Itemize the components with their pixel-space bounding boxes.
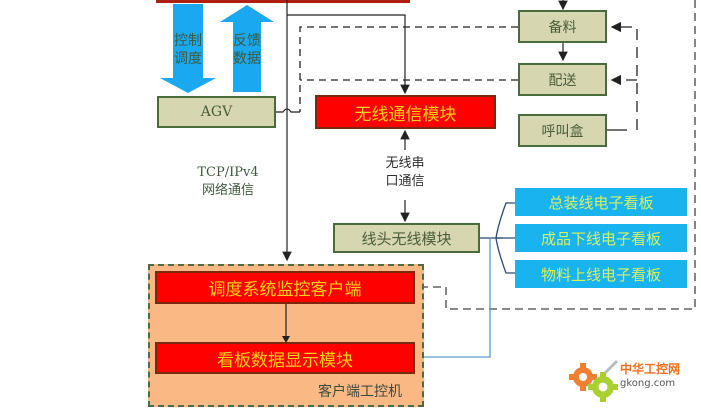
board-data-display-module: 看板数据显示模块 <box>155 342 415 374</box>
dispatch-monitor-client-label: 调度系统监控客户端 <box>208 280 362 300</box>
line-head-wireless-module: 线头无线模块 <box>333 223 480 253</box>
finished-offline-board-label: 成品下线电子看板 <box>540 229 661 248</box>
assembly-line-board-label: 总装线电子看板 <box>548 193 654 212</box>
delivery-box: 配送 <box>518 63 607 96</box>
agv-connector <box>276 108 300 113</box>
call-box: 呼叫盒 <box>518 114 607 147</box>
gkong-logo <box>569 359 619 402</box>
agv-label: AGV <box>200 104 233 120</box>
serial-comm-label-line2: 口通信 <box>385 174 425 189</box>
arrow-icon <box>603 359 619 375</box>
finished-offline-board: 成品下线电子看板 <box>515 224 687 252</box>
call-box-label: 呼叫盒 <box>541 123 584 140</box>
orange-gear-icon <box>569 363 597 391</box>
right-dashed-boundary <box>424 0 696 310</box>
material-online-board: 物料上线电子看板 <box>515 260 687 288</box>
serial-comm-label: 无线串 口通信 <box>375 155 435 191</box>
prep-material-box: 备料 <box>518 10 607 43</box>
prep-dashed-line <box>299 26 518 112</box>
assembly-line-board: 总装线电子看板 <box>515 188 687 216</box>
top-to-wireless-line <box>287 14 410 95</box>
control-dispatch-label-line1: 控制 <box>174 33 202 49</box>
board-data-display-module-label: 看板数据显示模块 <box>217 350 353 371</box>
control-dispatch-label: 控制 调度 <box>168 32 208 68</box>
feedback-data-label: 反馈 数据 <box>227 32 267 68</box>
logo-domain: gkong.com <box>620 378 676 389</box>
callbox-dashed-loop <box>610 21 638 130</box>
wireless-comm-module-label: 无线通信模块 <box>354 104 457 125</box>
prep-material-label: 备料 <box>548 19 577 36</box>
wireless-comm-module: 无线通信模块 <box>315 95 496 129</box>
green-gear-icon <box>588 372 618 402</box>
tcp-label-line2: 网络通信 <box>201 183 254 198</box>
feedback-data-label-line1: 反馈 <box>233 33 261 49</box>
serial-comm-label-line1: 无线串 <box>385 156 425 171</box>
feedback-data-arrow <box>220 5 274 92</box>
display-module-link <box>416 238 491 358</box>
line-head-wireless-module-label: 线头无线模块 <box>361 229 452 248</box>
control-dispatch-arrow <box>160 4 216 93</box>
client-ipc-label: 客户端工控机 <box>318 384 402 400</box>
dispatch-monitor-client: 调度系统监控客户端 <box>155 271 415 304</box>
material-online-board-label: 物料上线电子看板 <box>540 265 661 284</box>
feedback-data-label-line2: 数据 <box>233 51 261 67</box>
board-bracket <box>495 202 515 274</box>
logo-name: 中华工控网 <box>620 362 681 376</box>
client-to-display-arrow <box>282 304 290 343</box>
agv-box: AGV <box>157 96 276 128</box>
control-dispatch-label-line2: 调度 <box>174 51 202 67</box>
tcp-label-line1: TCP/IPv4 <box>197 165 259 180</box>
delivery-label: 配送 <box>548 72 577 89</box>
top-module-fragment <box>156 0 410 3</box>
tcp-label: TCP/IPv4 网络通信 <box>188 164 268 200</box>
